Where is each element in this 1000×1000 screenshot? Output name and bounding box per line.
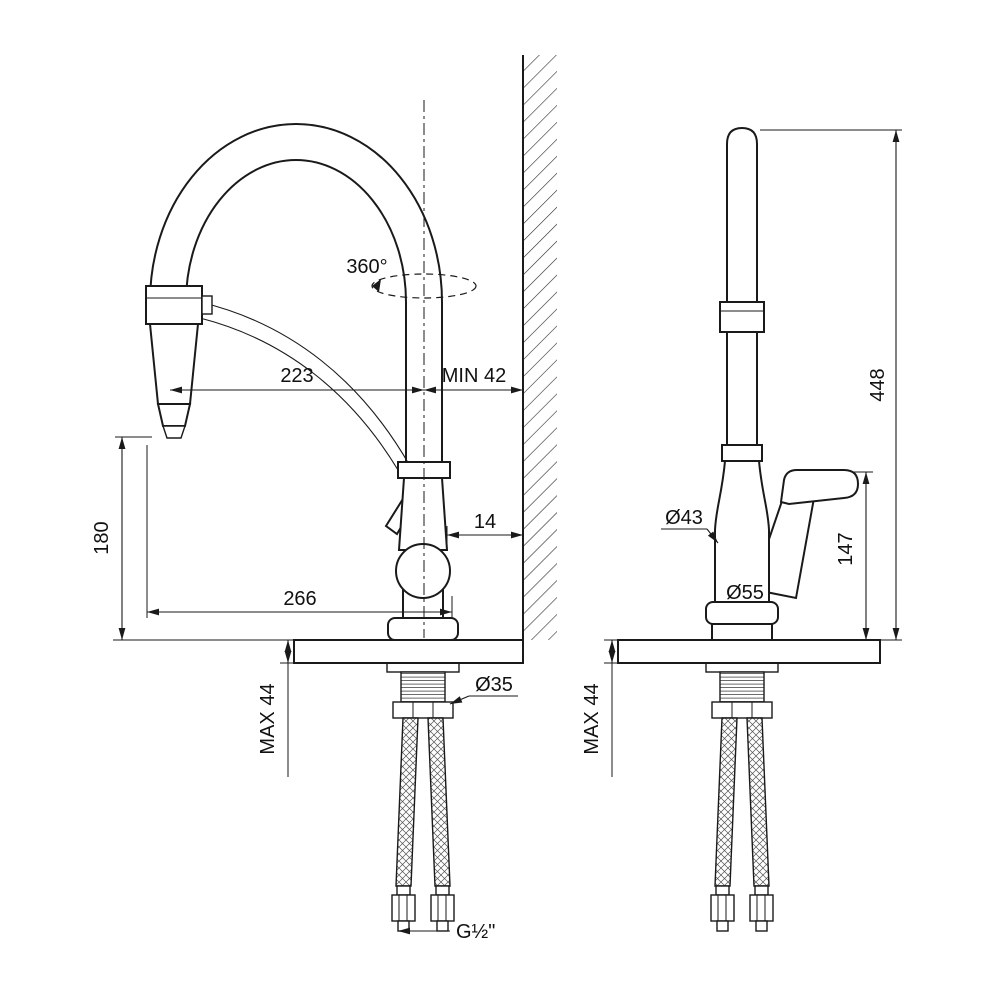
spray-head-body <box>148 323 200 405</box>
spray-nozzle <box>156 403 192 427</box>
left-view <box>145 123 524 932</box>
base-flange-left <box>387 617 459 641</box>
base-skirt <box>711 623 773 641</box>
mounting-washer <box>386 662 460 673</box>
handle-height-label: 147 <box>835 532 857 565</box>
dimensions: 360° 223 MIN 42 180 14 266 MAX 44 Ø35 G½… <box>91 100 902 943</box>
pullout-hose <box>199 301 411 471</box>
threaded-shank <box>719 671 765 703</box>
max-counter-left-label: MAX 44 <box>257 683 279 754</box>
supply-hose <box>746 717 770 887</box>
max-counter-right-label: MAX 44 <box>581 683 603 754</box>
handle-joint <box>765 497 816 600</box>
mounting-nut <box>711 701 773 719</box>
mounting-right <box>705 662 779 932</box>
spray-head-latch <box>201 295 213 315</box>
outlet-height-label: 180 <box>91 521 113 554</box>
hose-fitting <box>710 885 735 932</box>
countertop-left <box>293 639 524 664</box>
right-view <box>617 126 881 932</box>
hole-diameter-label: Ø35 <box>475 674 513 696</box>
body-diameter-label: Ø43 <box>665 507 703 529</box>
min-to-wall-label: MIN 42 <box>442 365 506 387</box>
spout-pipe <box>726 126 758 303</box>
body-sphere-joint <box>395 543 451 599</box>
base-diameter-label: Ø55 <box>726 582 764 604</box>
gooseneck-spout <box>149 123 443 464</box>
base-flange-right <box>705 601 779 625</box>
overall-reach-label: 266 <box>283 588 316 610</box>
mounting-nut <box>392 701 454 719</box>
body-neck <box>397 477 449 551</box>
overall-height-label: 448 <box>867 368 889 401</box>
mounting-left <box>386 662 460 932</box>
body-flare <box>714 460 770 603</box>
faucet-body-left <box>384 461 459 641</box>
hose-fitting <box>749 885 774 932</box>
supply-hose <box>395 717 419 887</box>
wall-section <box>522 55 557 640</box>
rotation-label: 360° <box>346 256 387 278</box>
threaded-shank <box>400 671 446 703</box>
hose-fitting <box>430 885 455 932</box>
spout-lower-pipe <box>726 331 758 446</box>
supply-hose <box>714 717 738 887</box>
mounting-washer <box>705 662 779 673</box>
wall-hatch <box>523 55 557 640</box>
rotation-arrow <box>372 279 381 292</box>
spray-head <box>145 285 213 439</box>
supply-hose <box>427 717 451 887</box>
body-to-wall-label: 14 <box>474 511 496 533</box>
leader-dia35 <box>449 695 470 705</box>
handle-lever <box>779 469 860 506</box>
spout-joint-collar <box>719 301 765 333</box>
leader-dia43 <box>706 528 719 544</box>
spray-head-connector <box>145 285 203 325</box>
hose-fitting <box>391 885 416 932</box>
faucet-body-right <box>705 126 860 641</box>
spout-reach-label: 223 <box>280 365 313 387</box>
countertop-right <box>617 639 881 664</box>
spray-aerator <box>162 425 186 439</box>
thread-size-label: G½" <box>456 921 495 943</box>
body-ring <box>721 444 763 462</box>
